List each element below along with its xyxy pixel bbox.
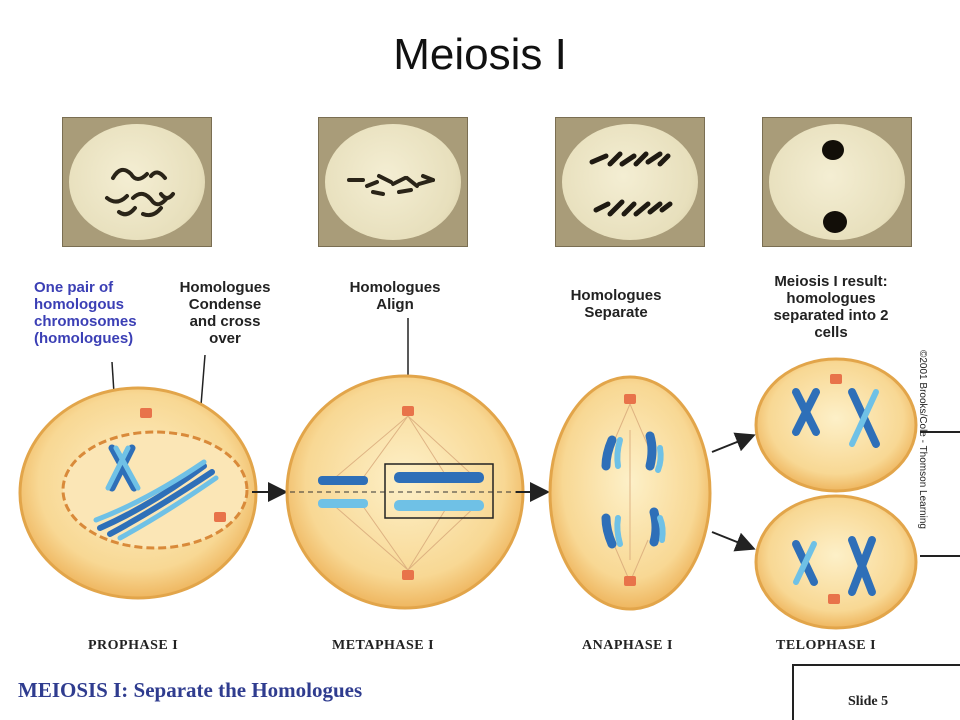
telophase-micrograph bbox=[762, 117, 912, 247]
result-label: Meiosis I result:homologues separated in… bbox=[773, 273, 889, 341]
slide-box bbox=[792, 664, 960, 720]
prophase-cell bbox=[18, 386, 258, 600]
bottom-title: MEIOSIS I: Separate the Homologues bbox=[18, 678, 363, 702]
slide-title: Meiosis I bbox=[393, 30, 567, 79]
phase-label-prophase: PROPHASE I bbox=[88, 638, 179, 653]
metaphase-cell bbox=[285, 374, 525, 610]
metaphase-micrograph bbox=[318, 117, 468, 247]
copyright-text: ©2001 Brooks/Cole - Thomson Learning bbox=[917, 350, 928, 529]
phase-label-anaphase: ANAPHASE I bbox=[582, 638, 673, 653]
phase-label-telophase: TELOPHASE I bbox=[776, 638, 877, 653]
anaphase-micrograph bbox=[555, 117, 705, 247]
slide-number: Slide 5 bbox=[848, 694, 889, 709]
anaphase-cell bbox=[548, 375, 712, 611]
telophase-cells bbox=[754, 357, 918, 630]
prophase-micrograph bbox=[62, 117, 212, 247]
phase-label-metaphase: METAPHASE I bbox=[332, 638, 435, 653]
